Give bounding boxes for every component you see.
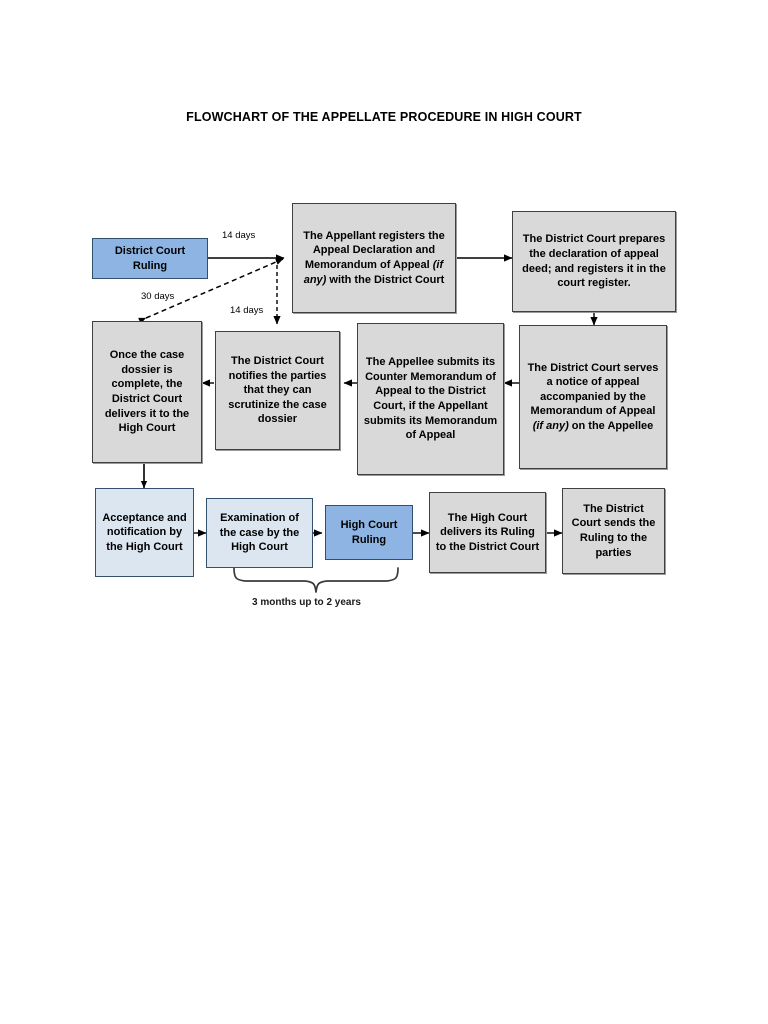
node-label: The Appellant registers the Appeal Decla… (303, 229, 445, 286)
node-district-court-ruling[interactable]: District Court Ruling (92, 238, 208, 279)
node-dc-serves-notice[interactable]: The District Court serves a notice of ap… (519, 325, 667, 469)
edge-label-14-days-top: 14 days (222, 230, 256, 241)
node-label: The High Court delivers its Ruling to th… (435, 511, 540, 553)
node-label: Examination of the case by the High Cour… (219, 512, 300, 554)
page-title: FLOWCHART OF THE APPELLATE PROCEDURE IN … (186, 110, 582, 124)
node-label: High Court Ruling (340, 518, 398, 546)
edge-label-30-days: 30 days (141, 291, 175, 302)
node-appellee-counter-memorandum[interactable]: The Appellee submits its Counter Memoran… (357, 323, 504, 475)
node-label: Once the case dossier is complete, the D… (104, 349, 190, 435)
node-examination-of-case[interactable]: Examination of the case by the High Cour… (206, 498, 313, 568)
node-hc-delivers-ruling[interactable]: The High Court delivers its Ruling to th… (429, 492, 546, 573)
node-acceptance-notification[interactable]: Acceptance and notification by the High … (95, 488, 194, 577)
node-label: District Court Ruling (114, 244, 186, 272)
node-high-court-ruling[interactable]: High Court Ruling (325, 505, 413, 560)
node-label: The District Court notifies the parties … (228, 355, 327, 426)
node-case-dossier-complete[interactable]: Once the case dossier is complete, the D… (92, 321, 202, 463)
node-label: The District Court sends the Ruling to t… (571, 502, 656, 559)
edge-label-14-days-mid: 14 days (230, 305, 264, 316)
brace-label-duration: 3 months up to 2 years (252, 597, 361, 608)
node-appellant-registers[interactable]: The Appellant registers the Appeal Decla… (292, 203, 456, 313)
node-dc-sends-ruling[interactable]: The District Court sends the Ruling to t… (562, 488, 665, 574)
node-label: Acceptance and notification by the High … (102, 511, 187, 553)
node-label: The District Court serves a notice of ap… (527, 361, 659, 432)
node-label: The District Court prepares the declarat… (522, 233, 666, 290)
node-dc-notifies-parties[interactable]: The District Court notifies the parties … (215, 331, 340, 450)
node-label: The Appellee submits its Counter Memoran… (363, 356, 498, 442)
node-dc-prepares-declaration[interactable]: The District Court prepares the declarat… (512, 211, 676, 312)
